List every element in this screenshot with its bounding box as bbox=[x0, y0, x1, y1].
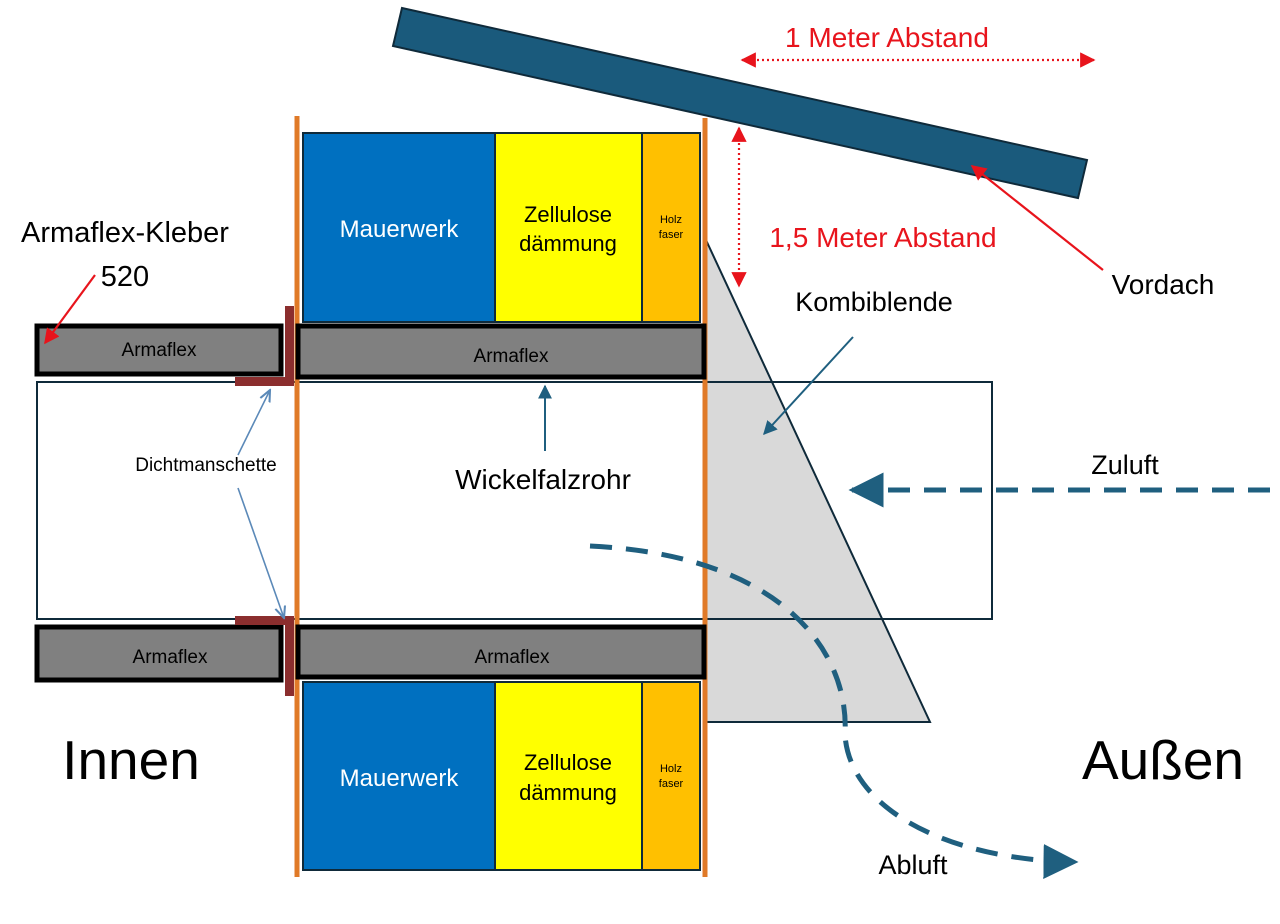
distance-1m-label: 1 Meter Abstand bbox=[785, 22, 989, 53]
seal-collar-bottom bbox=[235, 616, 294, 696]
seal-collar-top bbox=[235, 306, 294, 386]
supply-air-label: Zuluft bbox=[1091, 450, 1159, 480]
adhesive-pointer-arrow bbox=[44, 274, 96, 345]
inside-label: Innen bbox=[62, 729, 200, 791]
seal-pointer-arrow-top bbox=[237, 390, 270, 456]
wood-fiber-label-bottom-line2: faser bbox=[659, 778, 684, 790]
spiral-duct bbox=[36, 381, 993, 620]
wood-fiber-bottom bbox=[641, 681, 701, 871]
masonry-label-bottom: Mauerwerk bbox=[340, 765, 460, 792]
adhesive-label: Armaflex-Kleber bbox=[21, 217, 229, 249]
armaflex-label-top-right: Armaflex bbox=[474, 346, 549, 367]
adhesive-number-label: 520 bbox=[101, 261, 149, 293]
wood-fiber-top bbox=[641, 132, 701, 323]
cellulose-label-top-line2: dämmung bbox=[519, 231, 617, 256]
distance-15m-label: 1,5 Meter Abstand bbox=[769, 222, 996, 253]
cellulose-top bbox=[494, 132, 643, 323]
masonry-bottom bbox=[302, 681, 496, 871]
armaflex-label-bottom-right: Armaflex bbox=[475, 647, 550, 668]
outside-label: Außen bbox=[1082, 729, 1244, 791]
cellulose-label-bottom-line2: dämmung bbox=[519, 780, 617, 805]
combi-cover-pointer-arrow bbox=[763, 336, 854, 436]
armaflex-bottom-left bbox=[34, 624, 284, 683]
armaflex-label-top-left: Armaflex bbox=[122, 340, 197, 361]
armaflex-top-left bbox=[34, 323, 284, 377]
exhaust-air-arrow bbox=[589, 543, 1079, 879]
armaflex-label-bottom-left: Armaflex bbox=[133, 647, 208, 668]
combi-cover-label: Kombiblende bbox=[795, 287, 953, 317]
wood-fiber-label-top-line1: Holz bbox=[660, 214, 682, 226]
spiral-duct-label: Wickelfalzrohr bbox=[455, 464, 631, 495]
seal-collar-label: Dichtmanschette bbox=[135, 455, 277, 476]
wood-fiber-label-top-line2: faser bbox=[659, 229, 684, 241]
canopy-pointer-arrow bbox=[970, 165, 1104, 271]
cellulose-label-top-line1: Zellulose bbox=[524, 202, 612, 227]
cellulose-bottom bbox=[494, 681, 643, 871]
armaflex-top-right bbox=[295, 323, 707, 380]
canopy-board bbox=[391, 6, 1089, 200]
exhaust-air-label: Abluft bbox=[878, 850, 948, 880]
cellulose-label-bottom-line1: Zellulose bbox=[524, 750, 612, 775]
armaflex-bottom-right bbox=[295, 624, 707, 680]
masonry-label-top: Mauerwerk bbox=[340, 216, 460, 243]
wood-fiber-label-bottom-line1: Holz bbox=[660, 763, 682, 775]
seal-pointer-arrow-bottom bbox=[237, 487, 284, 618]
canopy-label: Vordach bbox=[1112, 269, 1215, 300]
